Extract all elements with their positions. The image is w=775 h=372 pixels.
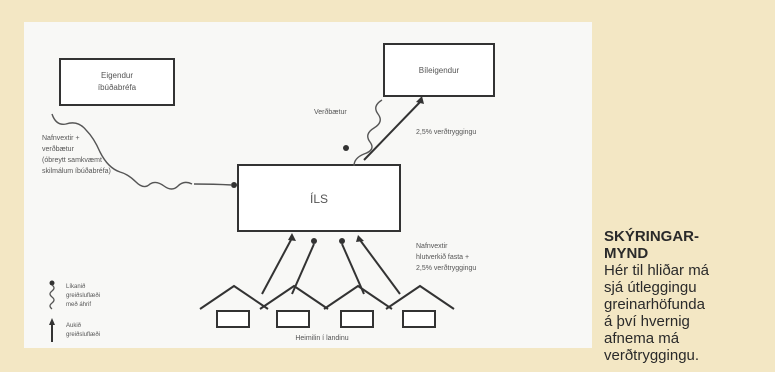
- legend-item1-line3: með áhrif: [66, 301, 91, 308]
- legend-item1-line1: Líkanið: [66, 283, 86, 290]
- house-3: [323, 284, 393, 328]
- house-2: [259, 284, 329, 328]
- center-box-label: ÍLS: [310, 191, 328, 206]
- investor-arrowhead: [416, 96, 424, 104]
- left-flow-label-3: (óbreytt samkvæmt: [42, 157, 102, 164]
- flow-diagram: Eigendur íbúðabréfa Bíleigendur ÍLS Nafn…: [42, 43, 495, 342]
- caption-body: Hér til hliðar má sjá útleggingu greinar…: [604, 262, 710, 364]
- legend-wavy-dot: [49, 280, 55, 286]
- investor-flow-dot: [343, 145, 349, 151]
- houses-label: Heimilin í landinu: [295, 335, 348, 342]
- legend-item1-line2: greiðsluflæði: [66, 292, 100, 299]
- bottom-label-2: hlutverkið fasta +: [416, 253, 469, 261]
- owners-box-line2: íbúðabréfa: [98, 83, 137, 92]
- owners-box-line1: Eigendur: [101, 71, 133, 80]
- legend-item2-line1: Aukið: [66, 322, 82, 329]
- bottom-label-3: 2,5% verðtryggingu: [416, 264, 476, 272]
- investor-box-label: Bíleigendur: [419, 66, 460, 75]
- investor-arrow-label: 2,5% verðtryggingu: [416, 128, 476, 136]
- house-arrow-3: [341, 243, 365, 295]
- left-flow-tail: [193, 183, 233, 186]
- bottom-label-1: Nafnvextir: [416, 243, 448, 250]
- left-flow-label-1: Nafnvextir +: [42, 135, 80, 142]
- house-arrow-1: [261, 237, 293, 295]
- center-box: [237, 164, 401, 232]
- houses-group: [199, 284, 455, 328]
- house-4: [385, 284, 455, 328]
- caption-title: SKÝRINGAR- MYND: [604, 228, 700, 262]
- house-arrow-2: [291, 243, 315, 295]
- owners-box: [59, 58, 175, 106]
- legend-item2-line2: greiðsluflæði: [66, 331, 100, 338]
- left-flow-label-4: skilmálum íbúðabréfa): [42, 167, 111, 175]
- house-arrow-4: [359, 239, 401, 295]
- investor-wavy-flow: [353, 99, 383, 167]
- house-arrows: [261, 233, 401, 295]
- house-1: [199, 284, 269, 328]
- caption: SKÝRINGAR- MYND Hér til hliðar má sjá út…: [604, 228, 770, 364]
- left-flow-dot: [231, 182, 237, 188]
- investor-arrow: [363, 99, 423, 161]
- investor-box: [383, 43, 495, 97]
- legend-wavy-icon: [49, 284, 55, 310]
- investor-flow-label: Verðbætur: [314, 108, 347, 116]
- legend: Líkanið greiðsluflæði með áhrif Aukið gr…: [49, 280, 100, 342]
- left-flow-label-2: verðbætur: [42, 145, 75, 153]
- left-wavy-flow: [51, 113, 193, 190]
- diagram-panel: Eigendur íbúðabréfa Bíleigendur ÍLS Nafn…: [24, 22, 592, 348]
